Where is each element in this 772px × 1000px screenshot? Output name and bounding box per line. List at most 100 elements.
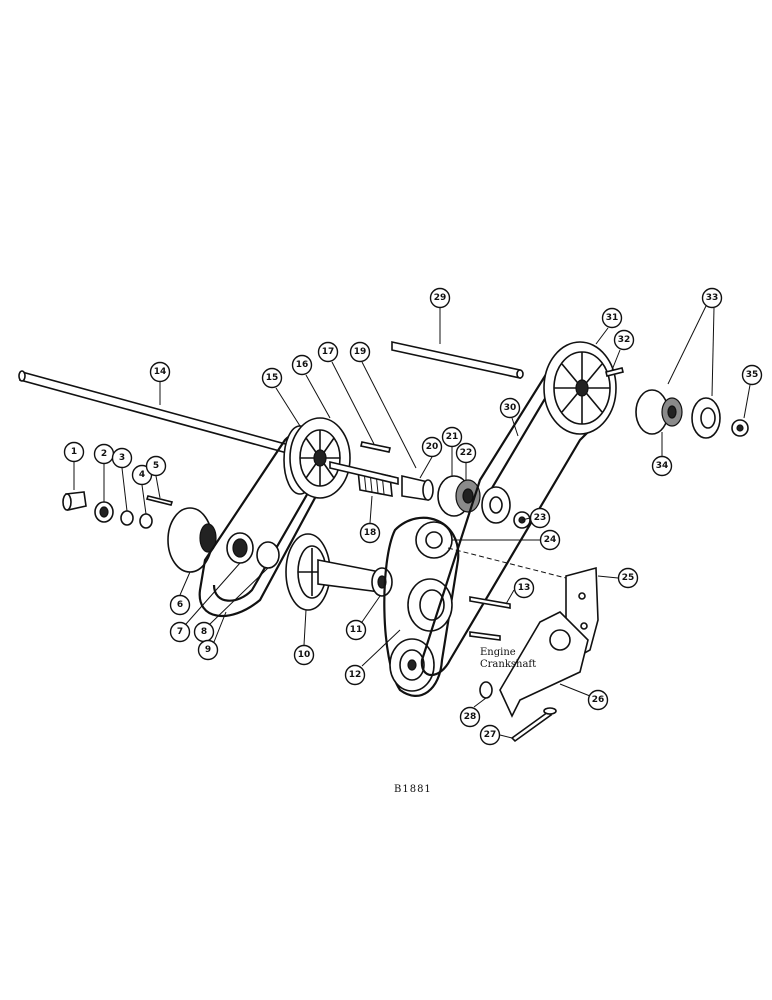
callout-leader	[361, 595, 381, 623]
callout-number: 28	[464, 712, 477, 722]
bearing-2	[94, 501, 114, 523]
callout-25: 25	[617, 567, 639, 589]
callout-number: 23	[534, 513, 547, 523]
belt-12	[383, 516, 460, 697]
callout-18: 18	[359, 522, 381, 544]
callout-number: 35	[746, 370, 759, 380]
callout-number: 15	[266, 373, 279, 383]
callout-leader	[121, 467, 128, 512]
callout-13: 13	[513, 577, 535, 599]
callout-circle	[613, 329, 635, 351]
callout-11: 11	[345, 619, 367, 641]
callout-circle	[111, 447, 133, 469]
pulley-31	[543, 341, 617, 435]
alignment-dashed-line	[447, 547, 567, 579]
callout-leader	[275, 387, 301, 427]
callout-number: 25	[622, 573, 635, 583]
key-5	[145, 495, 174, 506]
key-32	[605, 367, 624, 377]
callout-number: 5	[153, 461, 159, 471]
callout-23: 23	[529, 507, 551, 529]
callout-circle	[169, 621, 191, 643]
callout-number: 8	[201, 627, 207, 637]
callout-15: 15	[261, 367, 283, 389]
callout-14: 14	[149, 361, 171, 383]
callout-number: 31	[606, 313, 619, 323]
callout-leader	[511, 417, 519, 437]
pulley-24	[415, 521, 453, 559]
callout-number: 16	[296, 360, 309, 370]
callout-circle	[293, 644, 315, 666]
callout-33: 33	[701, 287, 723, 309]
callout-leader	[499, 734, 513, 739]
crankshaft-stub	[469, 631, 501, 641]
callout-number: 11	[350, 625, 363, 635]
callout-number: 18	[364, 528, 377, 538]
callout-circle	[261, 367, 283, 389]
callout-7: 7	[169, 621, 191, 643]
pin-27	[510, 707, 557, 743]
pulley-21-22	[437, 475, 481, 517]
callout-10: 10	[293, 644, 315, 666]
callout-1: 1	[63, 441, 85, 463]
callout-16: 16	[291, 354, 313, 376]
callout-circle	[63, 441, 85, 463]
callout-circle	[459, 706, 481, 728]
callout-circle	[539, 529, 561, 551]
callout-circle	[701, 287, 723, 309]
callout-circle	[317, 341, 339, 363]
callout-leader	[597, 575, 619, 579]
callout-circle	[529, 507, 551, 529]
callout-leader	[331, 361, 375, 445]
callout-number: 4	[139, 470, 145, 480]
callout-number: 33	[706, 293, 719, 303]
spring-18	[329, 460, 399, 497]
snap-ring-4	[139, 513, 153, 529]
callout-number: 9	[205, 645, 211, 655]
callout-17: 17	[317, 341, 339, 363]
callout-circle	[149, 361, 171, 383]
callout-leader	[473, 697, 487, 708]
callout-5: 5	[145, 455, 167, 477]
sheave-6	[167, 507, 217, 573]
bushing-28	[479, 681, 493, 699]
callout-28: 28	[459, 706, 481, 728]
callout-leader	[711, 307, 715, 397]
callout-number: 2	[101, 449, 107, 459]
callout-leader	[305, 374, 331, 419]
callout-leader	[595, 327, 609, 345]
callout-21: 21	[441, 426, 463, 448]
callout-number: 22	[460, 448, 473, 458]
callout-leader	[361, 629, 401, 667]
callout-number: 1	[71, 447, 77, 457]
callout-number: 10	[298, 650, 311, 660]
callout-number: 29	[434, 293, 447, 303]
callout-circle	[479, 724, 501, 746]
sheave-10	[285, 533, 381, 611]
callout-27: 27	[479, 724, 501, 746]
callout-circle	[587, 689, 609, 711]
callout-circle	[601, 307, 623, 329]
figure-code: B1881	[394, 784, 432, 795]
callout-number: 3	[119, 453, 125, 463]
callout-number: 13	[518, 583, 531, 593]
stud-13	[469, 596, 511, 609]
callout-26: 26	[587, 689, 609, 711]
callout-leader	[667, 305, 707, 385]
callout-circle	[349, 341, 371, 363]
callout-20: 20	[421, 436, 443, 458]
middle-pulley	[407, 578, 453, 632]
callout-2: 2	[93, 443, 115, 465]
callout-circle	[741, 364, 763, 386]
callout-number: 17	[322, 347, 335, 357]
callout-leader	[611, 349, 621, 371]
callout-leader	[361, 361, 417, 469]
callout-35: 35	[741, 364, 763, 386]
idler-pulley	[481, 486, 511, 524]
collar-20	[401, 474, 434, 501]
guard-26	[499, 611, 589, 718]
key-17	[360, 441, 391, 453]
callout-24: 24	[539, 529, 561, 551]
nut-35	[731, 419, 749, 437]
